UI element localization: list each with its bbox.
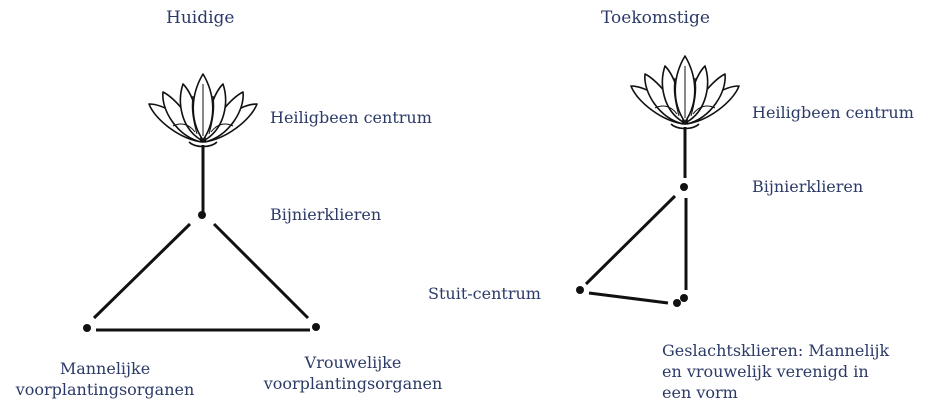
lotus-icon [630, 55, 740, 130]
gonad-node-b [680, 294, 688, 302]
male-node [83, 324, 91, 332]
future-diagram [576, 55, 740, 307]
female-node [312, 323, 320, 331]
adrenal-node [198, 211, 206, 219]
current-adrenal-label: Bijnierklieren [270, 205, 382, 224]
current-sacrum-label: Heiligbeen centrum [270, 108, 432, 127]
adrenal-node [680, 183, 688, 191]
lotus-icon [148, 73, 258, 148]
future-sacrum-label: Heiligbeen centrum [752, 103, 914, 122]
diagonal-edge-line [584, 194, 677, 286]
current-diagram [83, 73, 320, 332]
gonad-node-a [673, 299, 681, 307]
current-male-label: Mannelijke voorplantingsorganen [15, 359, 195, 399]
future-coccyx-label: Stuit-centrum [428, 284, 541, 303]
current-heading: Huidige [166, 8, 235, 28]
current-female-label: Vrouwelijke voorplantingsorganen [263, 353, 443, 393]
left-edge-line [92, 222, 192, 320]
coccyx-node [576, 286, 584, 294]
right-edge-line [212, 222, 310, 320]
future-heading: Toekomstige [601, 8, 710, 28]
base-edge-line [588, 291, 669, 305]
future-adrenal-label: Bijnierklieren [752, 177, 864, 196]
future-gonads-label: Geslachtsklieren: Mannelijk en vrouwelij… [662, 341, 890, 402]
